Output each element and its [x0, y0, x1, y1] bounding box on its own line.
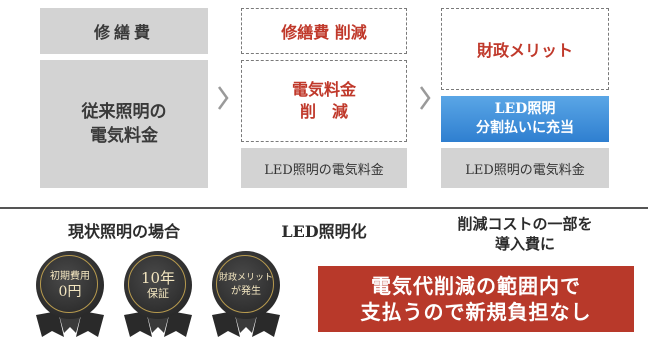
col1-electricity-box: 従来照明の 電気料金 [40, 60, 208, 188]
col1-electricity-line2: 電気料金 [90, 126, 158, 146]
no-new-burden-banner: 電気代削減の範囲内で 支払うので新規負担なし [318, 266, 634, 332]
medal-text: 10年 保証 [124, 251, 192, 319]
col3-led-electricity-box: LED照明の電気料金 [441, 148, 609, 188]
col2-caption: LED照明化 [231, 222, 417, 242]
medal3-line1: 財政メリット [218, 273, 273, 283]
col2-repair-reduction-box: 修繕費 削減 [241, 8, 407, 54]
medal1-line1: 初期費用 [50, 270, 90, 282]
col3-led-installment-box: LED照明 分割払いに充当 [441, 96, 609, 142]
col2-led-electricity-label: LED照明の電気料金 [264, 162, 384, 178]
medal-warranty: 10年 保証 [118, 251, 198, 341]
col3-led-electricity-label: LED照明の電気料金 [465, 162, 585, 178]
col3-led-installment-line1: LED照明 [494, 101, 556, 117]
col3-financial-merit-label: 財政メリット [476, 41, 573, 60]
col3-caption-line1: 削減コストの一部を [457, 215, 593, 233]
col1-caption-text: 現状照明の場合 [67, 222, 180, 241]
col3-caption-line2: 導入費に [494, 235, 555, 253]
col2-led-electricity-box: LED照明の電気料金 [241, 148, 407, 188]
col2-electricity-reduction-line2: 削 減 [299, 102, 348, 121]
col1-repair-box: 修繕費 [40, 8, 208, 54]
chevron-right-icon [217, 86, 229, 110]
col2-electricity-reduction-box: 電気料金 削 減 [241, 60, 407, 142]
col2-repair-reduction-label: 修繕費 削減 [281, 23, 367, 42]
chevron-right-icon [419, 86, 431, 110]
col1-electricity-line1: 従来照明の [81, 102, 167, 122]
col2-electricity-reduction-line1: 電気料金 [291, 80, 356, 99]
banner-line2: 支払うので新規負担なし [360, 300, 592, 324]
medal-ring [128, 255, 186, 313]
medal-initial-cost: 初期費用 0円 [30, 251, 110, 341]
col1-repair-label: 修繕費 [93, 23, 154, 42]
medal2-line2: 保証 [147, 287, 169, 300]
medal-text: 財政メリット が発生 [212, 251, 280, 319]
medal3-line2: が発生 [231, 286, 261, 297]
medal-ring [216, 255, 274, 313]
col3-caption: 削減コストの一部を 導入費に [431, 214, 619, 254]
medal-text: 初期費用 0円 [36, 251, 104, 319]
medal-financial-merit: 財政メリット が発生 [206, 251, 286, 341]
col3-led-installment-line2: 分割払いに充当 [476, 120, 574, 136]
medal1-line2: 0円 [58, 283, 82, 300]
baseline-divider [0, 207, 648, 209]
col1-caption: 現状照明の場合 [30, 222, 218, 242]
medal2-line1: 10年 [140, 269, 176, 287]
col2-caption-text: LED照明化 [281, 222, 367, 241]
medal-ring [40, 255, 98, 313]
banner-line1: 電気代削減の範囲内で [371, 274, 581, 298]
col3-financial-merit-box: 財政メリット [441, 8, 609, 90]
